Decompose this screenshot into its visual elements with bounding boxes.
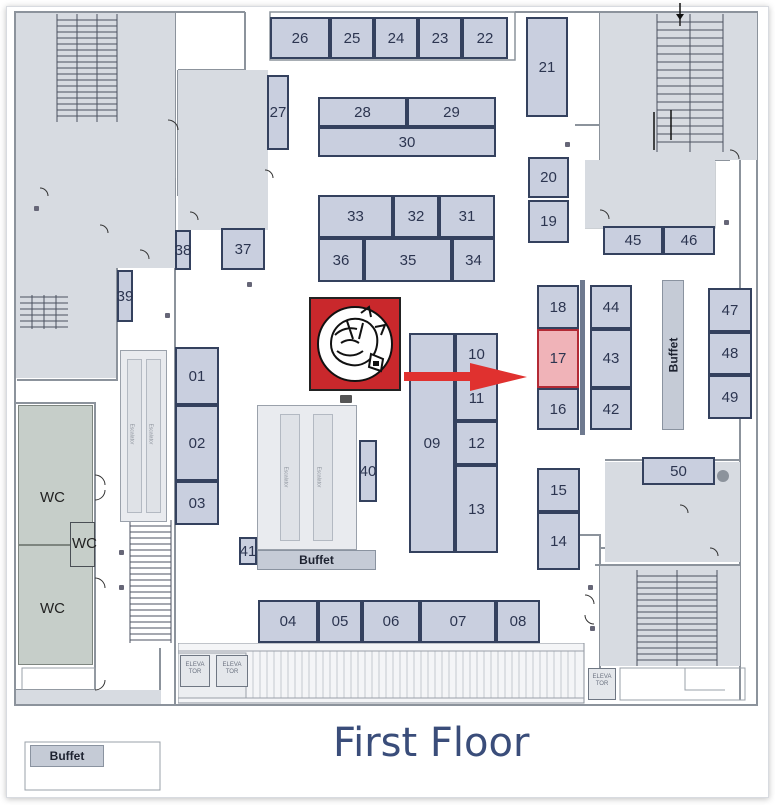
booth-35[interactable]: 35 [364, 238, 452, 282]
booth-12[interactable]: 12 [455, 421, 498, 465]
elevator-3-label: ELEVA TOR [592, 674, 612, 687]
walkway [178, 643, 585, 704]
buffet-bottom-left-label: Buffet [49, 749, 85, 763]
booth-01[interactable]: 01 [175, 347, 219, 405]
booth-42[interactable]: 42 [590, 388, 632, 430]
arrow-right-icon [404, 363, 527, 391]
office-block [178, 70, 268, 230]
booth-07[interactable]: 07 [420, 600, 496, 643]
booth-24[interactable]: 24 [374, 17, 418, 59]
wc-label-2: WC [72, 535, 97, 552]
marker-dot [119, 585, 124, 590]
stairs-left-mid [20, 295, 68, 329]
escalator-center: Escalator Escalator [257, 405, 357, 550]
booth-04[interactable]: 04 [258, 600, 318, 643]
booth-14[interactable]: 14 [537, 512, 580, 570]
elevator-1-label: ELEVA TOR [185, 662, 205, 675]
booth-18[interactable]: 18 [537, 285, 579, 329]
booth-02[interactable]: 02 [175, 405, 219, 481]
booth-43[interactable]: 43 [590, 329, 632, 388]
booth-03[interactable]: 03 [175, 481, 219, 525]
booth-21[interactable]: 21 [526, 17, 568, 117]
marker-dot [724, 220, 729, 225]
wc-room-1 [18, 405, 93, 545]
booth-30[interactable]: 30 [318, 127, 496, 157]
booth-17[interactable]: 17 [537, 329, 579, 388]
wc-room-2 [70, 522, 95, 567]
stairs-bottom-left [129, 520, 172, 643]
booth-46[interactable]: 46 [663, 226, 715, 255]
booth-23[interactable]: 23 [418, 17, 462, 59]
booth-37[interactable]: 37 [221, 228, 265, 270]
marker-dot [247, 282, 252, 287]
booth-33[interactable]: 33 [318, 195, 393, 238]
stairs-top-left [56, 14, 118, 122]
booth-19[interactable]: 19 [528, 200, 569, 243]
buffet-center: Buffet [257, 550, 376, 570]
booth-45[interactable]: 45 [603, 226, 663, 255]
elevator-3 [588, 668, 616, 700]
booth-27[interactable]: 27 [267, 75, 289, 150]
booth-15[interactable]: 15 [537, 468, 580, 512]
wc-label-3: WC [40, 600, 65, 617]
booth-26[interactable]: 26 [270, 17, 330, 59]
booth-09[interactable]: 09 [409, 333, 455, 553]
elevator-1 [180, 655, 210, 687]
booth-39[interactable]: 39 [117, 270, 133, 322]
booth-13[interactable]: 13 [455, 465, 498, 553]
divider-bar [580, 280, 585, 435]
booth-48[interactable]: 48 [708, 332, 752, 375]
booth-40[interactable]: 40 [359, 440, 377, 502]
booth-29[interactable]: 29 [407, 97, 496, 127]
booth-16[interactable]: 16 [537, 388, 579, 430]
booth-49[interactable]: 49 [708, 375, 752, 419]
booth-25[interactable]: 25 [330, 17, 374, 59]
marker-dot [590, 626, 595, 631]
buffet-bottom-left: Buffet [30, 745, 104, 767]
mascot-logo [309, 297, 401, 391]
booth-44[interactable]: 44 [590, 285, 632, 329]
marker-dot [119, 550, 124, 555]
right-mid-area [585, 160, 715, 228]
booth-28[interactable]: 28 [318, 97, 407, 127]
buffet-right: Buffet [662, 280, 684, 430]
booth-05[interactable]: 05 [318, 600, 362, 643]
marker-dot [565, 142, 570, 147]
booth-47[interactable]: 47 [708, 288, 752, 332]
booth-34[interactable]: 34 [452, 238, 495, 282]
escalator-left: Escalator Escalator [120, 350, 167, 522]
booth-31[interactable]: 31 [439, 195, 495, 238]
elevator-2 [216, 655, 248, 687]
marker-dot [165, 313, 170, 318]
booth-20[interactable]: 20 [528, 157, 569, 198]
marker-box [340, 395, 352, 403]
booth-36[interactable]: 36 [318, 238, 364, 282]
floor-title: First Floor [333, 720, 530, 766]
marker-dot [588, 585, 593, 590]
stairs-bottom-right [636, 570, 718, 666]
booth-08[interactable]: 08 [496, 600, 540, 643]
left-lower-area [16, 268, 116, 378]
booth-32[interactable]: 32 [393, 195, 439, 238]
booth-41[interactable]: 41 [239, 537, 257, 565]
bottom-left-area [16, 690, 161, 704]
buffet-center-label: Buffet [299, 553, 334, 567]
wc-label-1: WC [40, 489, 65, 506]
booth-22[interactable]: 22 [462, 17, 508, 59]
elevator-2-label: ELEVA TOR [222, 662, 242, 675]
booth-38[interactable]: 38 [175, 230, 191, 270]
stairs-top-right [656, 14, 724, 152]
booth-50[interactable]: 50 [642, 457, 715, 485]
booth-06[interactable]: 06 [362, 600, 420, 643]
marker-dot [34, 206, 39, 211]
